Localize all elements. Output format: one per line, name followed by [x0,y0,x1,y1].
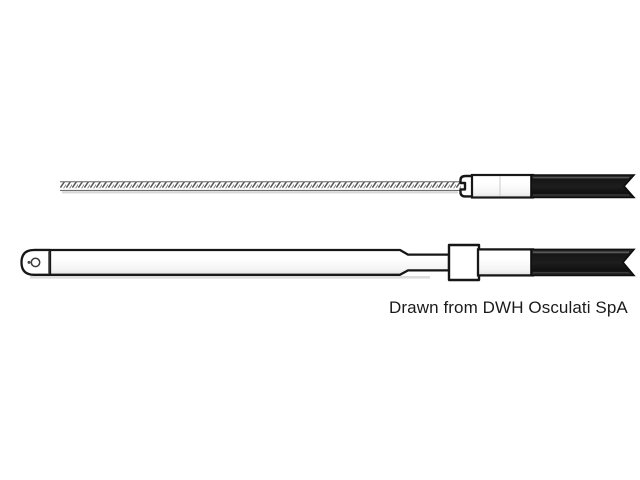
lower-cable-shadow [30,276,430,279]
lower-cable-view [20,243,636,282]
upper-black-sheath [530,174,636,199]
lower-cap-marking-icon [30,257,41,268]
attribution-caption: Drawn from DWH Osculati SpA [389,298,628,317]
upper-wire-shadow [62,191,458,194]
upper-wire-top-edge [60,181,461,183]
lower-black-sheath [530,248,636,277]
upper-threaded-wire [60,181,461,191]
upper-wire-bottom-edge [60,189,461,191]
lower-main-body [32,248,451,276]
upper-white-collar [470,173,535,199]
lower-junction-block [447,243,481,282]
upper-cable-view [60,173,636,199]
lower-white-collar [476,248,535,277]
upper-clamp-fork-icon [459,174,476,198]
lower-cap-marking-dot-icon [27,260,31,264]
